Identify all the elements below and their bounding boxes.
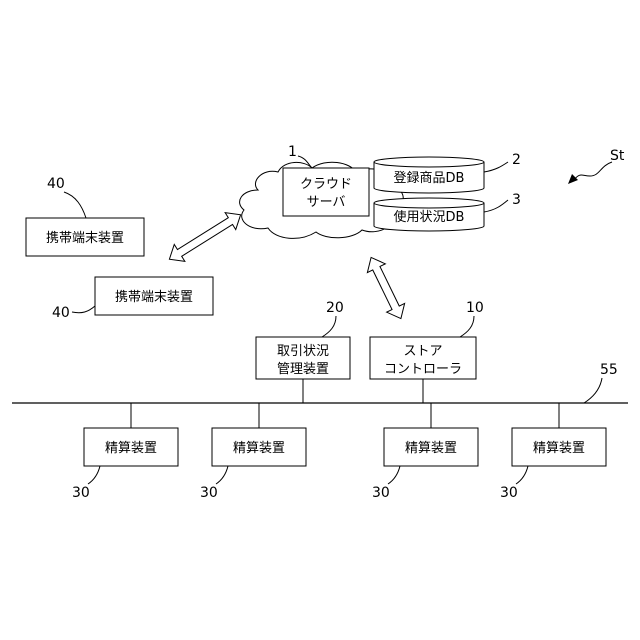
mobile-terminal-leader-1 [64,192,86,218]
db-usage-label: 使用状況DB [394,209,465,225]
cloud-ref-number: 1 [288,144,297,160]
db-registered-ref: 2 [512,152,521,168]
db-registered-leader [484,162,508,172]
settlement-leader-2 [216,466,228,484]
cloud-server-label-line1: クラウド [300,177,352,192]
settlement-ref-3: 30 [372,485,390,501]
settlement-ref-2: 30 [200,485,218,501]
settlement-label-4: 精算装置 [533,441,585,456]
mobile-terminal-ref-1: 40 [47,176,65,192]
transaction-manager-leader [322,316,336,337]
double-arrow-cloud-mobile [164,206,246,267]
store-controller-leader [460,316,474,337]
network-ref: 55 [600,362,618,378]
db-usage-leader [484,200,508,212]
network-leader [584,378,602,403]
double-arrow-cloud-store [362,253,410,323]
settlement-label-1: 精算装置 [105,441,157,456]
settlement-leader-1 [88,466,100,484]
cloud-server-label-line2: サーバ [307,195,346,210]
figure-tag: St [610,148,625,164]
settlement-label-2: 精算装置 [233,441,285,456]
mobile-terminal-label-1: 携帯端末装置 [46,230,124,246]
settlement-ref-1: 30 [72,485,90,501]
mobile-terminal-label-2: 携帯端末装置 [115,289,193,305]
transaction-manager-line2: 管理装置 [277,362,329,377]
mobile-terminal-leader-2 [72,306,95,313]
db-registered-label: 登録商品DB [394,171,465,186]
transaction-manager-line1: 取引状況 [277,344,329,359]
figure-tag-arrowhead [568,174,578,184]
figure-tag-leader [574,162,612,180]
settlement-ref-4: 30 [500,485,518,501]
store-controller-ref: 10 [466,300,484,316]
store-controller-line2: コントローラ [384,362,462,377]
store-controller-line1: ストア [403,344,442,359]
db-usage-ref: 3 [512,192,521,208]
transaction-manager-ref: 20 [326,300,344,316]
settlement-leader-3 [388,466,400,484]
settlement-label-3: 精算装置 [405,441,457,456]
settlement-leader-4 [516,466,528,484]
mobile-terminal-ref-2: 40 [52,305,70,321]
